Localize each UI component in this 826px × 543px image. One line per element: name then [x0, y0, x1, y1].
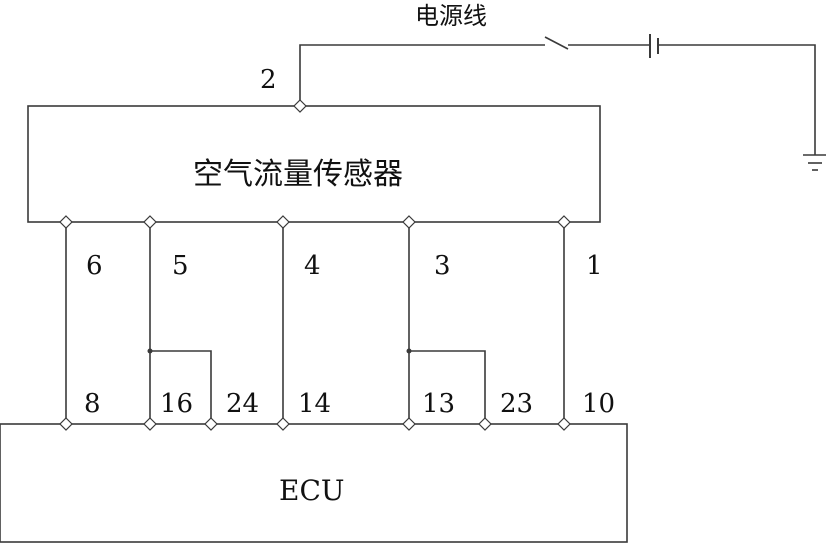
power-line-label: 电源线	[415, 2, 487, 30]
ecu-box	[0, 423, 628, 543]
terminal-2	[293, 99, 307, 113]
junction-dot-3	[406, 348, 412, 354]
pin-label-1: 1	[586, 251, 603, 281]
power-wire-left	[299, 44, 545, 106]
pin-label-14: 14	[298, 389, 331, 419]
terminal-14	[276, 417, 290, 431]
junction-dot-5	[147, 348, 153, 354]
air-flow-sensor-box	[27, 105, 601, 223]
switch-blade	[544, 36, 569, 50]
pin-label-3: 3	[434, 251, 451, 281]
power-wire-right	[658, 44, 816, 155]
sensor-terminals	[59, 99, 571, 229]
pin-label-10: 10	[582, 389, 615, 419]
terminal-3	[402, 215, 416, 229]
pin-label-2: 2	[260, 65, 277, 95]
ecu-terminals	[59, 417, 571, 431]
pin-label-24: 24	[226, 389, 259, 419]
terminal-1	[557, 215, 571, 229]
wire-5-24-branch	[150, 350, 212, 424]
terminal-23	[478, 417, 492, 431]
pin-label-13: 13	[422, 389, 455, 419]
ecu-pin-labels: 8 16 24 14 13 23 10	[84, 389, 615, 419]
air-flow-sensor-label: 空气流量传感器	[193, 157, 403, 192]
pin-label-5: 5	[172, 251, 189, 281]
terminal-8	[59, 417, 73, 431]
pin-label-6: 6	[86, 251, 103, 281]
wire-3-23-branch	[409, 350, 486, 424]
pin-label-8: 8	[84, 389, 101, 419]
pin-label-4: 4	[304, 251, 321, 281]
ecu-label: ECU	[279, 474, 344, 507]
terminal-10	[557, 417, 571, 431]
pin-label-16: 16	[160, 389, 193, 419]
power-circuit: 电源线	[299, 2, 826, 171]
ground-icon	[803, 154, 826, 171]
terminal-6	[59, 215, 73, 229]
terminal-4	[276, 215, 290, 229]
sensor-pin-labels: 2 6 5 4 3 1	[86, 65, 603, 281]
signal-wires	[65, 222, 565, 424]
terminal-13	[402, 417, 416, 431]
terminal-24	[204, 417, 218, 431]
pin-label-23: 23	[500, 389, 533, 419]
terminal-5	[143, 215, 157, 229]
terminal-16	[143, 417, 157, 431]
